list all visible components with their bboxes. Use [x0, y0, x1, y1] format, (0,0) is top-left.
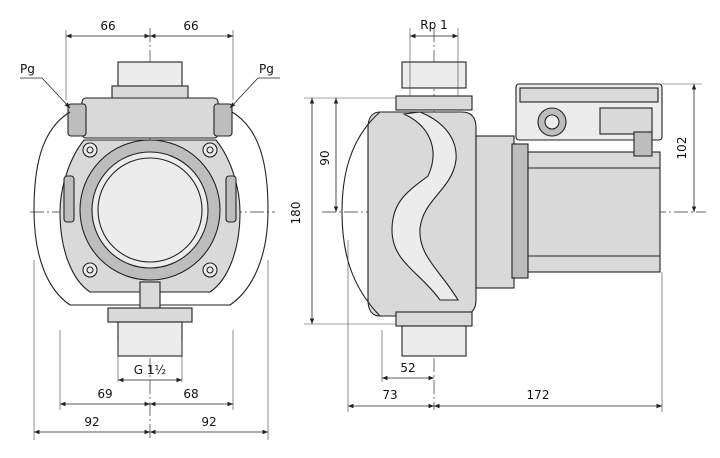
front-bolt-bottom-right — [202, 262, 218, 278]
label-front-top-right: 66 — [183, 19, 198, 33]
side-bottom-flange — [395, 311, 473, 327]
label-front-top-left: 66 — [100, 19, 115, 33]
label-side-172: 172 — [527, 388, 550, 402]
label-front-bottom-outer-left: 92 — [84, 415, 99, 429]
leader-pg-left — [41, 77, 71, 109]
label-front-bottom-outer-right: 92 — [201, 415, 216, 429]
front-inner-ring — [97, 157, 203, 263]
label-side-90: 90 — [318, 150, 332, 165]
label-pg-right: Pg — [259, 62, 274, 76]
front-impeller-cover — [91, 151, 209, 269]
label-side-102: 102 — [675, 137, 689, 160]
side-motor-ring — [511, 143, 529, 279]
side-view: Rp 1 90 180 102 52 73 172 — [289, 18, 706, 412]
side-motor-flange — [475, 135, 515, 289]
front-side-tab-right — [225, 175, 237, 223]
front-bottom-neck — [139, 281, 161, 311]
leader-pg-right — [229, 77, 259, 109]
label-front-bottom-inner-right: 68 — [183, 387, 198, 401]
label-side-180: 180 — [289, 202, 303, 225]
front-bolt-top-left — [82, 142, 98, 158]
front-bolt-top-right — [202, 142, 218, 158]
label-side-52: 52 — [400, 361, 415, 375]
front-side-tab-left — [63, 175, 75, 223]
side-bottom-connector — [401, 325, 467, 357]
front-bottom-nut — [107, 307, 193, 323]
side-top-connector — [401, 61, 467, 89]
side-selector-knob-center — [544, 114, 560, 130]
front-cable-gland-left — [67, 103, 87, 137]
label-pg-left: Pg — [20, 62, 35, 76]
label-side-73: 73 — [382, 388, 397, 402]
side-top-flange — [395, 95, 473, 111]
front-bottom-connector — [117, 321, 183, 357]
front-terminal-box — [81, 97, 219, 139]
front-top-connector — [117, 61, 183, 89]
label-front-bottom-inner-left: 69 — [97, 387, 112, 401]
side-terminal-panel — [599, 107, 653, 135]
side-motor-body — [527, 151, 661, 273]
side-terminal-lid — [519, 87, 659, 103]
front-view: 66 66 Pg Pg G 1½ 69 68 92 92 — [20, 19, 280, 440]
front-bolt-bottom-left — [82, 262, 98, 278]
front-cable-gland-right — [213, 103, 233, 137]
side-housing-curve — [341, 111, 381, 317]
side-flow-channel — [391, 111, 459, 301]
side-cable-gland — [633, 131, 653, 157]
label-thread: G 1½ — [134, 363, 166, 377]
label-side-rp: Rp 1 — [420, 18, 447, 32]
